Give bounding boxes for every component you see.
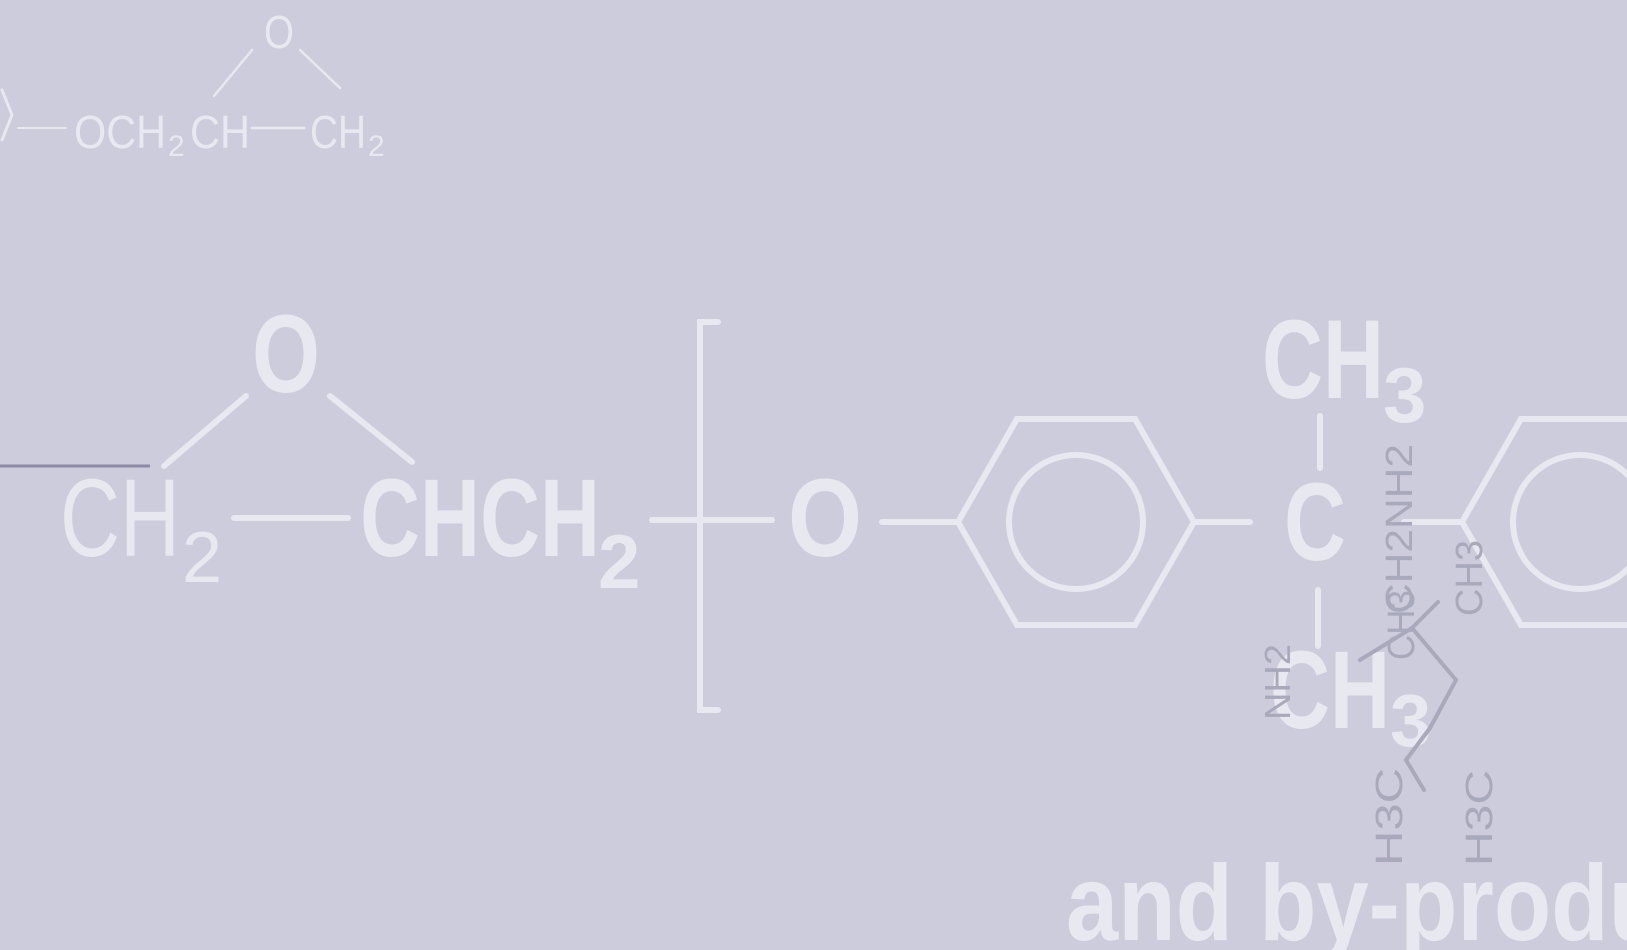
epoxide-oxygen: O	[252, 293, 320, 416]
left-bracket	[697, 319, 721, 713]
small-oxygen: O	[264, 6, 294, 58]
central-carbon: C	[1284, 461, 1346, 584]
overlay-h3c-a: H3C	[1369, 768, 1411, 866]
chch2-subscript: 2	[598, 520, 640, 605]
methyl-ch3-bottom-subscript: 3	[1390, 679, 1431, 762]
benzene-ring-2-circle	[1510, 452, 1627, 592]
tagline-by-products: and by-produ	[1066, 842, 1627, 950]
overlay-bond-1	[1410, 600, 1440, 630]
small-och2ch-text: OCH	[74, 106, 166, 158]
overlay-nh2: NH2	[1257, 644, 1298, 720]
small-ring-fragment	[0, 88, 14, 142]
chch2-text: CHCH	[360, 457, 600, 580]
small-epoxide-bond-left	[212, 48, 254, 98]
overlay-formula: CH2NH2 CH3 CH3 NH2 H3C H3C	[1257, 444, 1501, 866]
small-ch2-text: CH	[310, 106, 366, 158]
methyl-ch3-top: CH	[1262, 297, 1384, 422]
small-formula: O OCH 2 CH CH 2	[0, 6, 385, 163]
benzene-ring-2	[1458, 416, 1627, 628]
small-sub2-a: 2	[168, 130, 185, 163]
ether-oxygen: O	[788, 457, 862, 580]
overlay-ch3-b: CH3	[1449, 540, 1491, 616]
overlay-ring	[1358, 625, 1459, 762]
benzene-ring-1-circle	[1006, 452, 1146, 592]
overlay-h3c-b: H3C	[1459, 770, 1501, 866]
overlay-bond-2	[1404, 758, 1426, 792]
small-ch-text: CH	[190, 106, 250, 158]
methyl-ch3-top-subscript: 3	[1383, 351, 1426, 439]
main-formula: O CH 2 CHCH 2 O CH 3 C CH 3	[60, 293, 1627, 762]
ch2-text: CH	[60, 457, 180, 580]
epoxide-bond-left	[161, 393, 249, 469]
benzene-ring-1	[954, 416, 1198, 628]
epoxide-bond-right	[327, 393, 415, 465]
small-sub2-b: 2	[368, 130, 385, 163]
small-epoxide-bond-right	[298, 48, 342, 90]
ch2-subscript: 2	[182, 518, 222, 598]
overlay-ch2nh2: CH2NH2	[1379, 444, 1421, 614]
methyl-ch3-bottom: CH	[1270, 629, 1390, 752]
